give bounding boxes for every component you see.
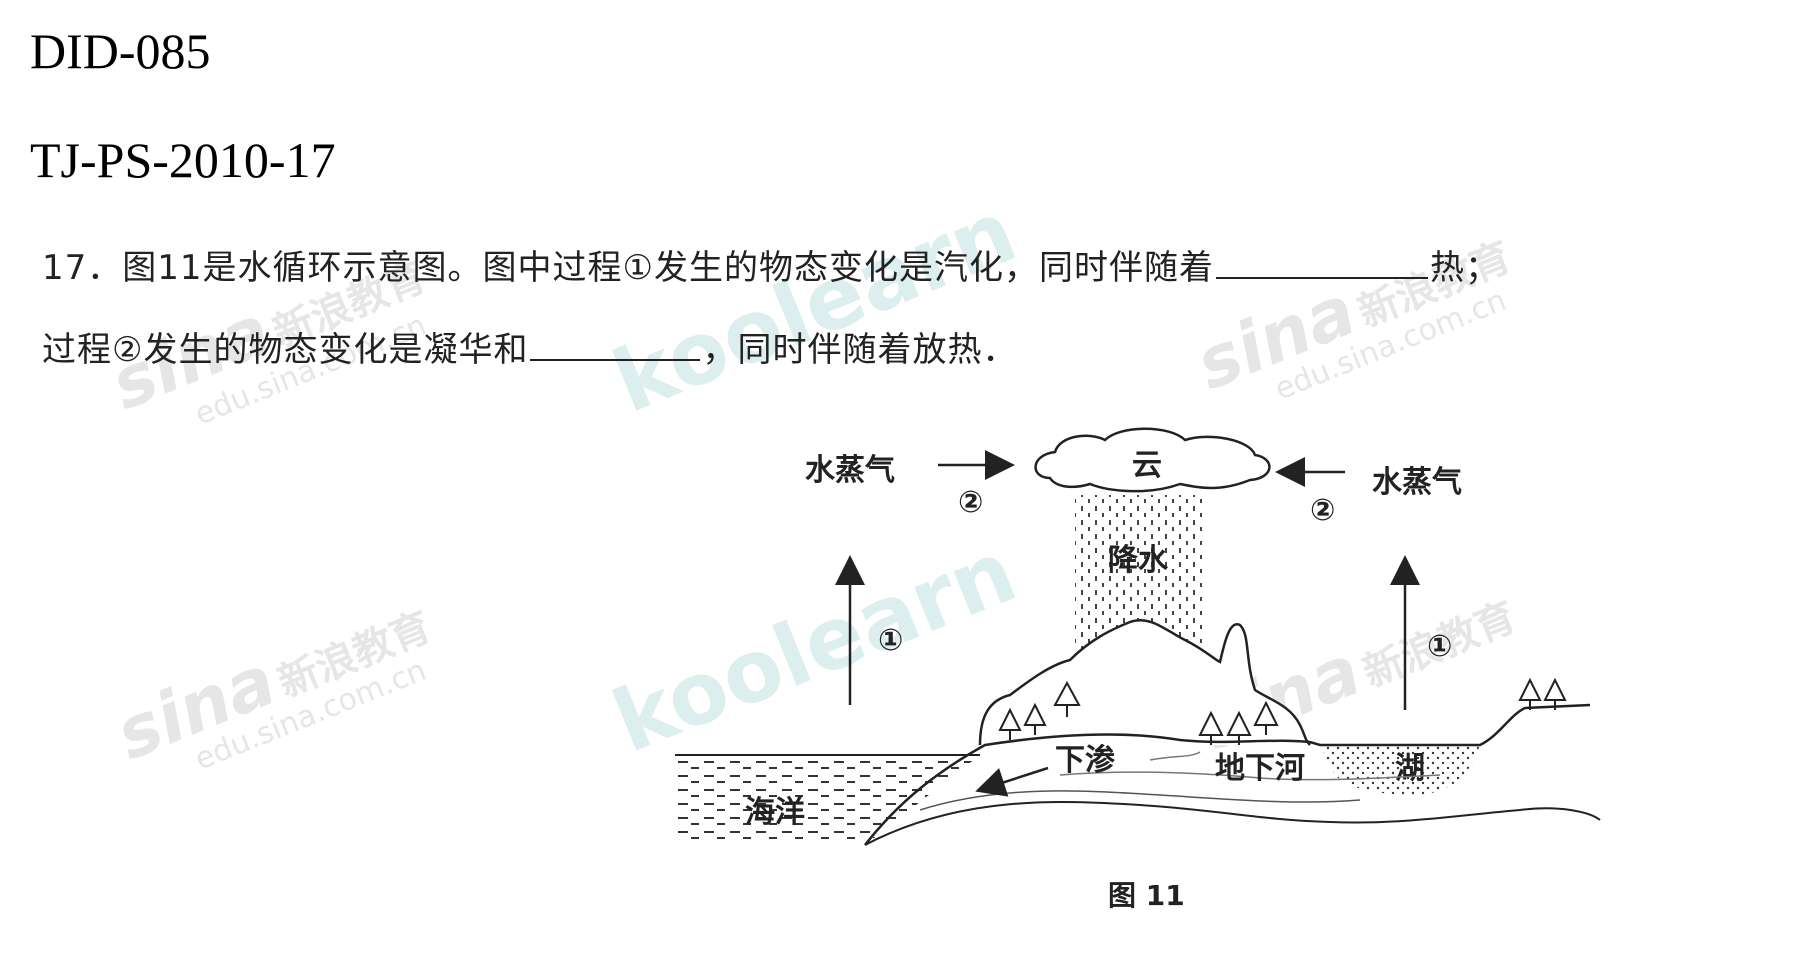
question-line-1-start: 17．图11是水循环示意图。图中过程①发生的物态变化是汽化，同时伴随着	[42, 248, 1215, 288]
question-line-2-end: ，同时伴随着放热．	[702, 330, 1018, 370]
document-id: DID-085	[30, 23, 211, 79]
vapor-right-label: 水蒸气	[1372, 465, 1462, 500]
process-2-right-label: ②	[1310, 493, 1335, 528]
cloud-shape	[1034, 427, 1271, 493]
tree-group-mountain	[998, 677, 1567, 745]
process-1-right-label: ①	[1427, 629, 1452, 664]
land-surface	[864, 703, 1591, 846]
underground-layer-4	[1149, 751, 1201, 761]
ocean-label: 海洋	[745, 795, 805, 830]
underground-layer-1	[864, 800, 1601, 846]
process-1-left-label: ①	[878, 623, 903, 658]
ocean-area	[675, 755, 980, 845]
figure-caption: 图 11	[1108, 879, 1185, 912]
question-line-2-start: 过程②发生的物态变化是凝华和	[42, 330, 529, 370]
question-text: 17．图11是水循环示意图。图中过程①发生的物态变化是汽化，同时伴随着 热； 过程…	[42, 240, 1762, 404]
question-line-1-end: 热；	[1430, 248, 1501, 288]
cloud-label: 云	[1132, 448, 1162, 483]
exam-id: TJ-PS-2010-17	[30, 132, 336, 188]
lake-label: 湖	[1395, 751, 1425, 786]
underground-river-label: 地下河	[1215, 751, 1305, 786]
answer-blank-2[interactable]	[530, 325, 701, 361]
answer-blank-1[interactable]	[1216, 243, 1429, 279]
vapor-left-label: 水蒸气	[805, 453, 895, 488]
mountain-shape	[978, 619, 1311, 746]
lake-area	[1320, 745, 1480, 795]
question-line-2: 过程②发生的物态变化是凝华和 ，同时伴随着放热．	[42, 322, 1762, 404]
question-line-1: 17．图11是水循环示意图。图中过程①发生的物态变化是汽化，同时伴随着 热；	[42, 240, 1762, 322]
seepage-label: 下渗	[1055, 743, 1116, 778]
seepage-arrow	[975, 766, 1049, 797]
underground-layer-3	[1059, 771, 1441, 781]
process-2-left-label: ②	[958, 485, 983, 520]
rain-label: 降水	[1108, 543, 1169, 578]
